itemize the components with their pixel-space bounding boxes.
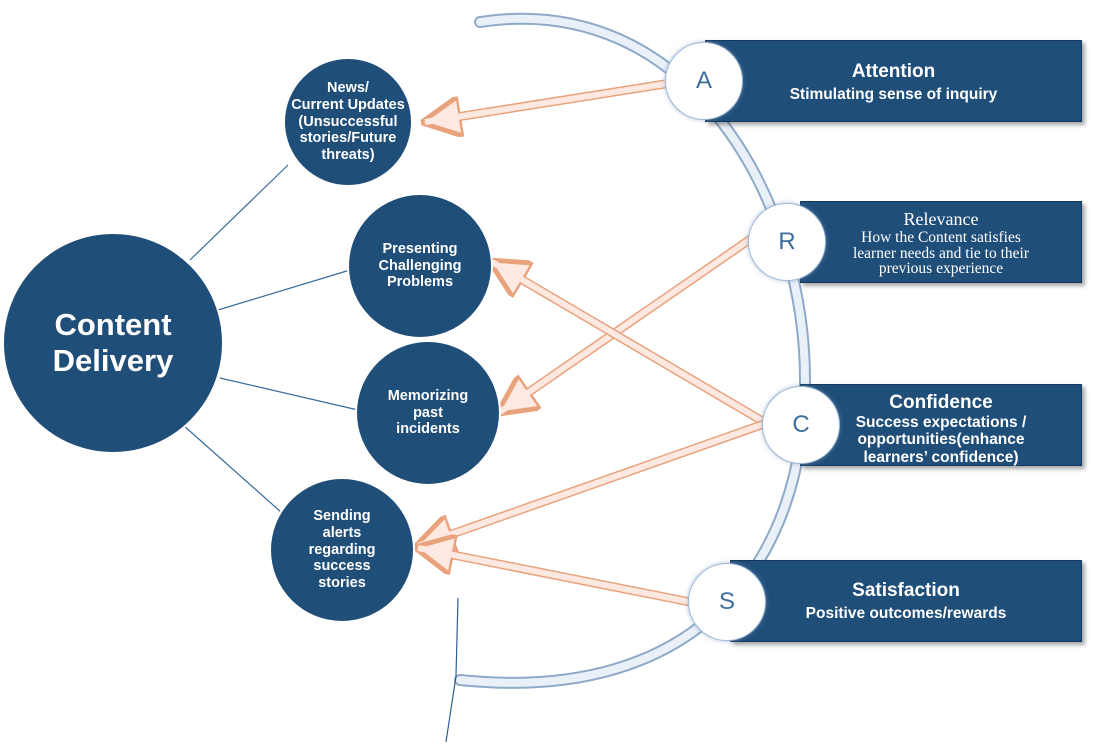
- central-label: Content Delivery: [52, 307, 174, 378]
- attention-desc: Stimulating sense of inquiry: [789, 86, 998, 103]
- central-circle: [2, 232, 224, 454]
- arc-inner: [456, 14, 810, 687]
- relevance-title: Relevance: [903, 209, 979, 229]
- letter-a-circle: A: [665, 42, 743, 120]
- satisfaction-desc: Positive outcomes/rewards: [805, 605, 1007, 622]
- relevance-desc: How the Content satisfies learner needs …: [852, 229, 1030, 277]
- news-circle: [283, 57, 413, 187]
- memorizing-label: Memorizing past incidents: [387, 387, 469, 438]
- attention-title: Attention: [851, 61, 936, 82]
- letter-c-circle: C: [762, 386, 840, 464]
- letter-c: C: [792, 411, 810, 438]
- arrows: [418, 79, 767, 607]
- circles: [2, 57, 501, 623]
- confidence-box: Confidence Success expectations / opport…: [800, 384, 1082, 466]
- confidence-title: Confidence: [889, 392, 993, 413]
- confidence-desc: Success expectations / opportunities(enh…: [855, 414, 1027, 466]
- presenting-label: Presenting Challenging Problems: [378, 240, 462, 291]
- letter-r: R: [778, 228, 796, 255]
- letter-r-circle: R: [748, 203, 826, 281]
- news-label: News/ Current Updates (Unsuccessful stor…: [291, 80, 405, 163]
- arc-tail: [445, 597, 459, 743]
- letter-s-circle: S: [688, 563, 766, 641]
- satisfaction-title: Satisfaction: [852, 580, 960, 601]
- attention-box: Attention Stimulating sense of inquiry: [705, 40, 1082, 122]
- sending-label: Sending alerts regarding success stories: [308, 508, 376, 591]
- letter-a: A: [695, 67, 712, 94]
- relevance-box: Relevance How the Content satisfies lear…: [800, 201, 1082, 283]
- satisfaction-box: Satisfaction Positive outcomes/rewards: [730, 560, 1082, 642]
- sending-circle: [269, 477, 415, 623]
- connectors: [182, 164, 359, 521]
- presenting-circle: [347, 193, 493, 339]
- letter-s: S: [718, 588, 735, 615]
- memorizing-circle: [355, 340, 501, 486]
